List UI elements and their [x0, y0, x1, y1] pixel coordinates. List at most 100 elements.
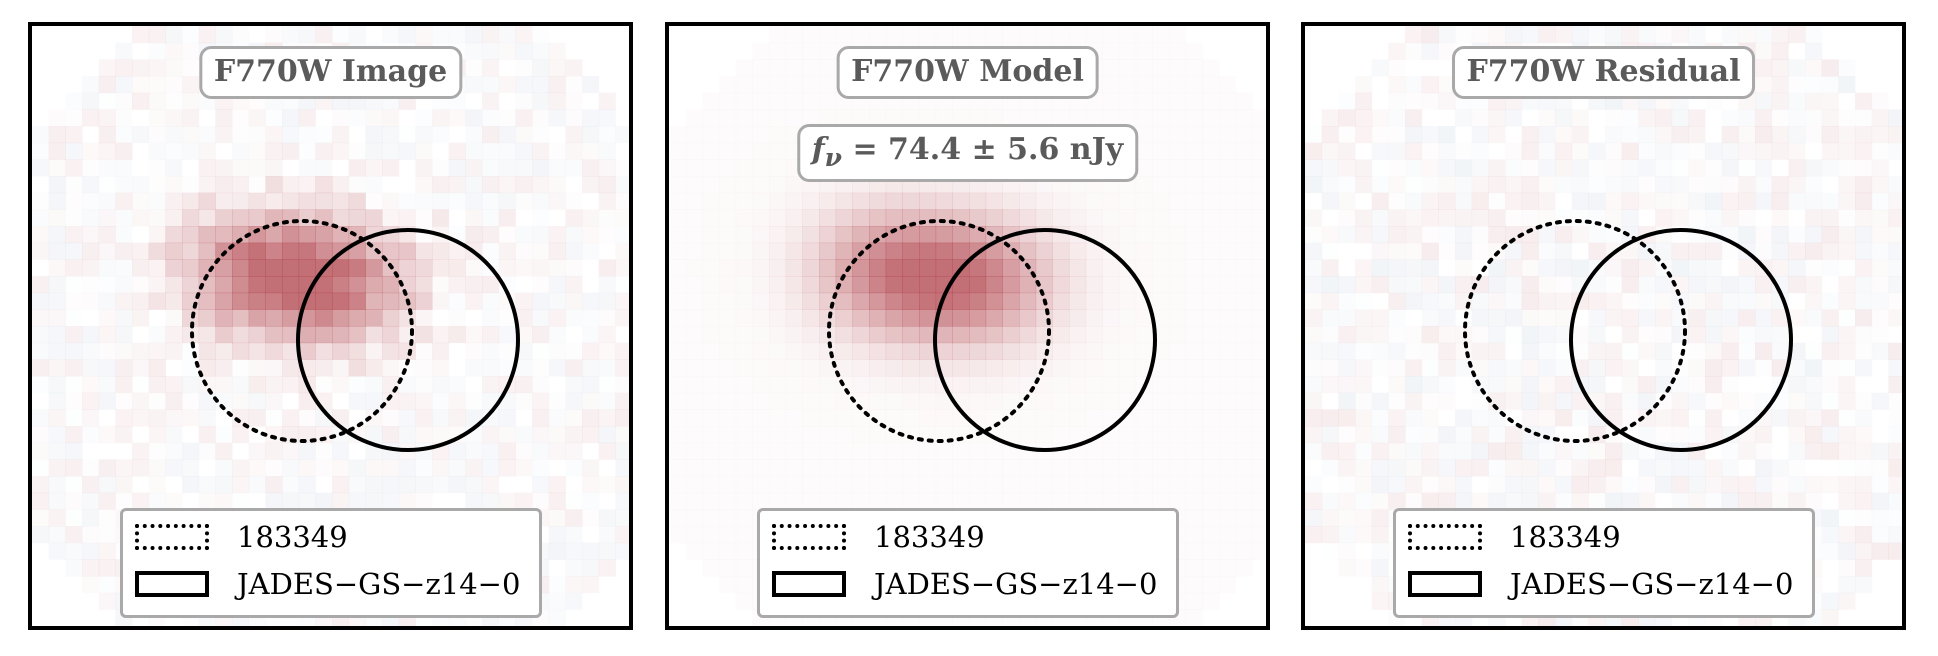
pixel [1538, 276, 1555, 293]
pixel [1186, 43, 1203, 60]
pixel [432, 259, 450, 277]
pixel [669, 343, 686, 360]
pixel [1202, 176, 1219, 193]
pixel [165, 126, 183, 144]
pixel [265, 309, 283, 327]
pixel [1805, 92, 1823, 110]
pixel [669, 359, 686, 376]
pixel [515, 259, 532, 276]
pixel [1788, 476, 1806, 494]
pixel [1805, 159, 1823, 177]
pixel [1572, 443, 1589, 460]
pixel [1855, 542, 1873, 560]
pixel [1621, 276, 1639, 294]
pixel [1169, 309, 1186, 326]
pixel [248, 476, 266, 494]
pixel [1555, 459, 1572, 476]
pixel [1019, 192, 1037, 210]
pixel [1152, 409, 1169, 426]
pixel [1388, 459, 1406, 477]
pixel [532, 343, 549, 360]
pixel [349, 176, 366, 193]
pixel [1721, 126, 1739, 144]
pixel [1821, 526, 1839, 544]
pixel [752, 259, 770, 277]
pixel [382, 26, 399, 43]
pixel [1405, 159, 1422, 176]
pixel [232, 459, 250, 477]
pixel [1438, 209, 1456, 227]
pixel [1555, 359, 1572, 376]
pixel [719, 126, 736, 143]
pixel [1219, 143, 1236, 160]
pixel [1219, 476, 1236, 493]
pixel [315, 492, 333, 510]
pixel [1855, 209, 1873, 227]
pixel [719, 259, 736, 276]
pixel [1019, 359, 1037, 377]
pixel [465, 159, 483, 177]
pixel [986, 459, 1003, 476]
pixel [132, 376, 149, 393]
pixel [1488, 226, 1506, 244]
pixel [819, 59, 836, 76]
pixel [1605, 442, 1623, 460]
pixel [1472, 393, 1489, 410]
pixel [1888, 226, 1905, 243]
pixel [532, 59, 550, 77]
pixel [582, 359, 600, 377]
pixel [499, 43, 516, 60]
pixel [802, 309, 820, 327]
pixel [1355, 459, 1372, 476]
pixel [769, 259, 787, 277]
pixel [702, 326, 719, 343]
pixel [65, 509, 82, 526]
pixel [1405, 93, 1422, 110]
pixel [1638, 259, 1656, 277]
pixel [1655, 193, 1672, 210]
pixel [198, 309, 216, 327]
pixel [1872, 209, 1889, 226]
pixel [836, 476, 853, 493]
pixel [232, 292, 250, 310]
pixel [1771, 259, 1789, 277]
pixel [1855, 393, 1872, 410]
pixel [482, 459, 500, 477]
pixel [669, 426, 686, 443]
pixel [1388, 309, 1405, 326]
pixel [1838, 59, 1855, 76]
pixel [1252, 309, 1269, 326]
pixel [802, 426, 819, 443]
pixel [1821, 109, 1839, 127]
pixel [365, 109, 382, 126]
pixel [1838, 559, 1855, 576]
pixel [265, 409, 282, 426]
pixel [1721, 142, 1739, 160]
pixel [1605, 276, 1622, 293]
pixel [1738, 109, 1756, 127]
pixel [1638, 309, 1656, 327]
pixel [1671, 409, 1689, 427]
pixel [448, 476, 466, 494]
pixel [315, 326, 333, 344]
pixel [1322, 226, 1339, 243]
pixel [1521, 459, 1539, 477]
pixel [1555, 109, 1573, 127]
pixel [1102, 309, 1120, 327]
pixel [769, 309, 787, 327]
pixel [398, 276, 416, 294]
pixel [1588, 192, 1606, 210]
pixel [1771, 242, 1789, 260]
pixel [1372, 543, 1389, 560]
pixel [1838, 592, 1856, 610]
pixel [65, 193, 82, 210]
pixel [1405, 142, 1423, 160]
pixel [1771, 59, 1789, 77]
pixel [348, 342, 366, 360]
pixel [1721, 309, 1739, 327]
pixel [532, 26, 549, 43]
pixel [1338, 109, 1356, 127]
pixel [1888, 276, 1902, 294]
pixel [165, 26, 183, 44]
pixel [1438, 226, 1455, 243]
